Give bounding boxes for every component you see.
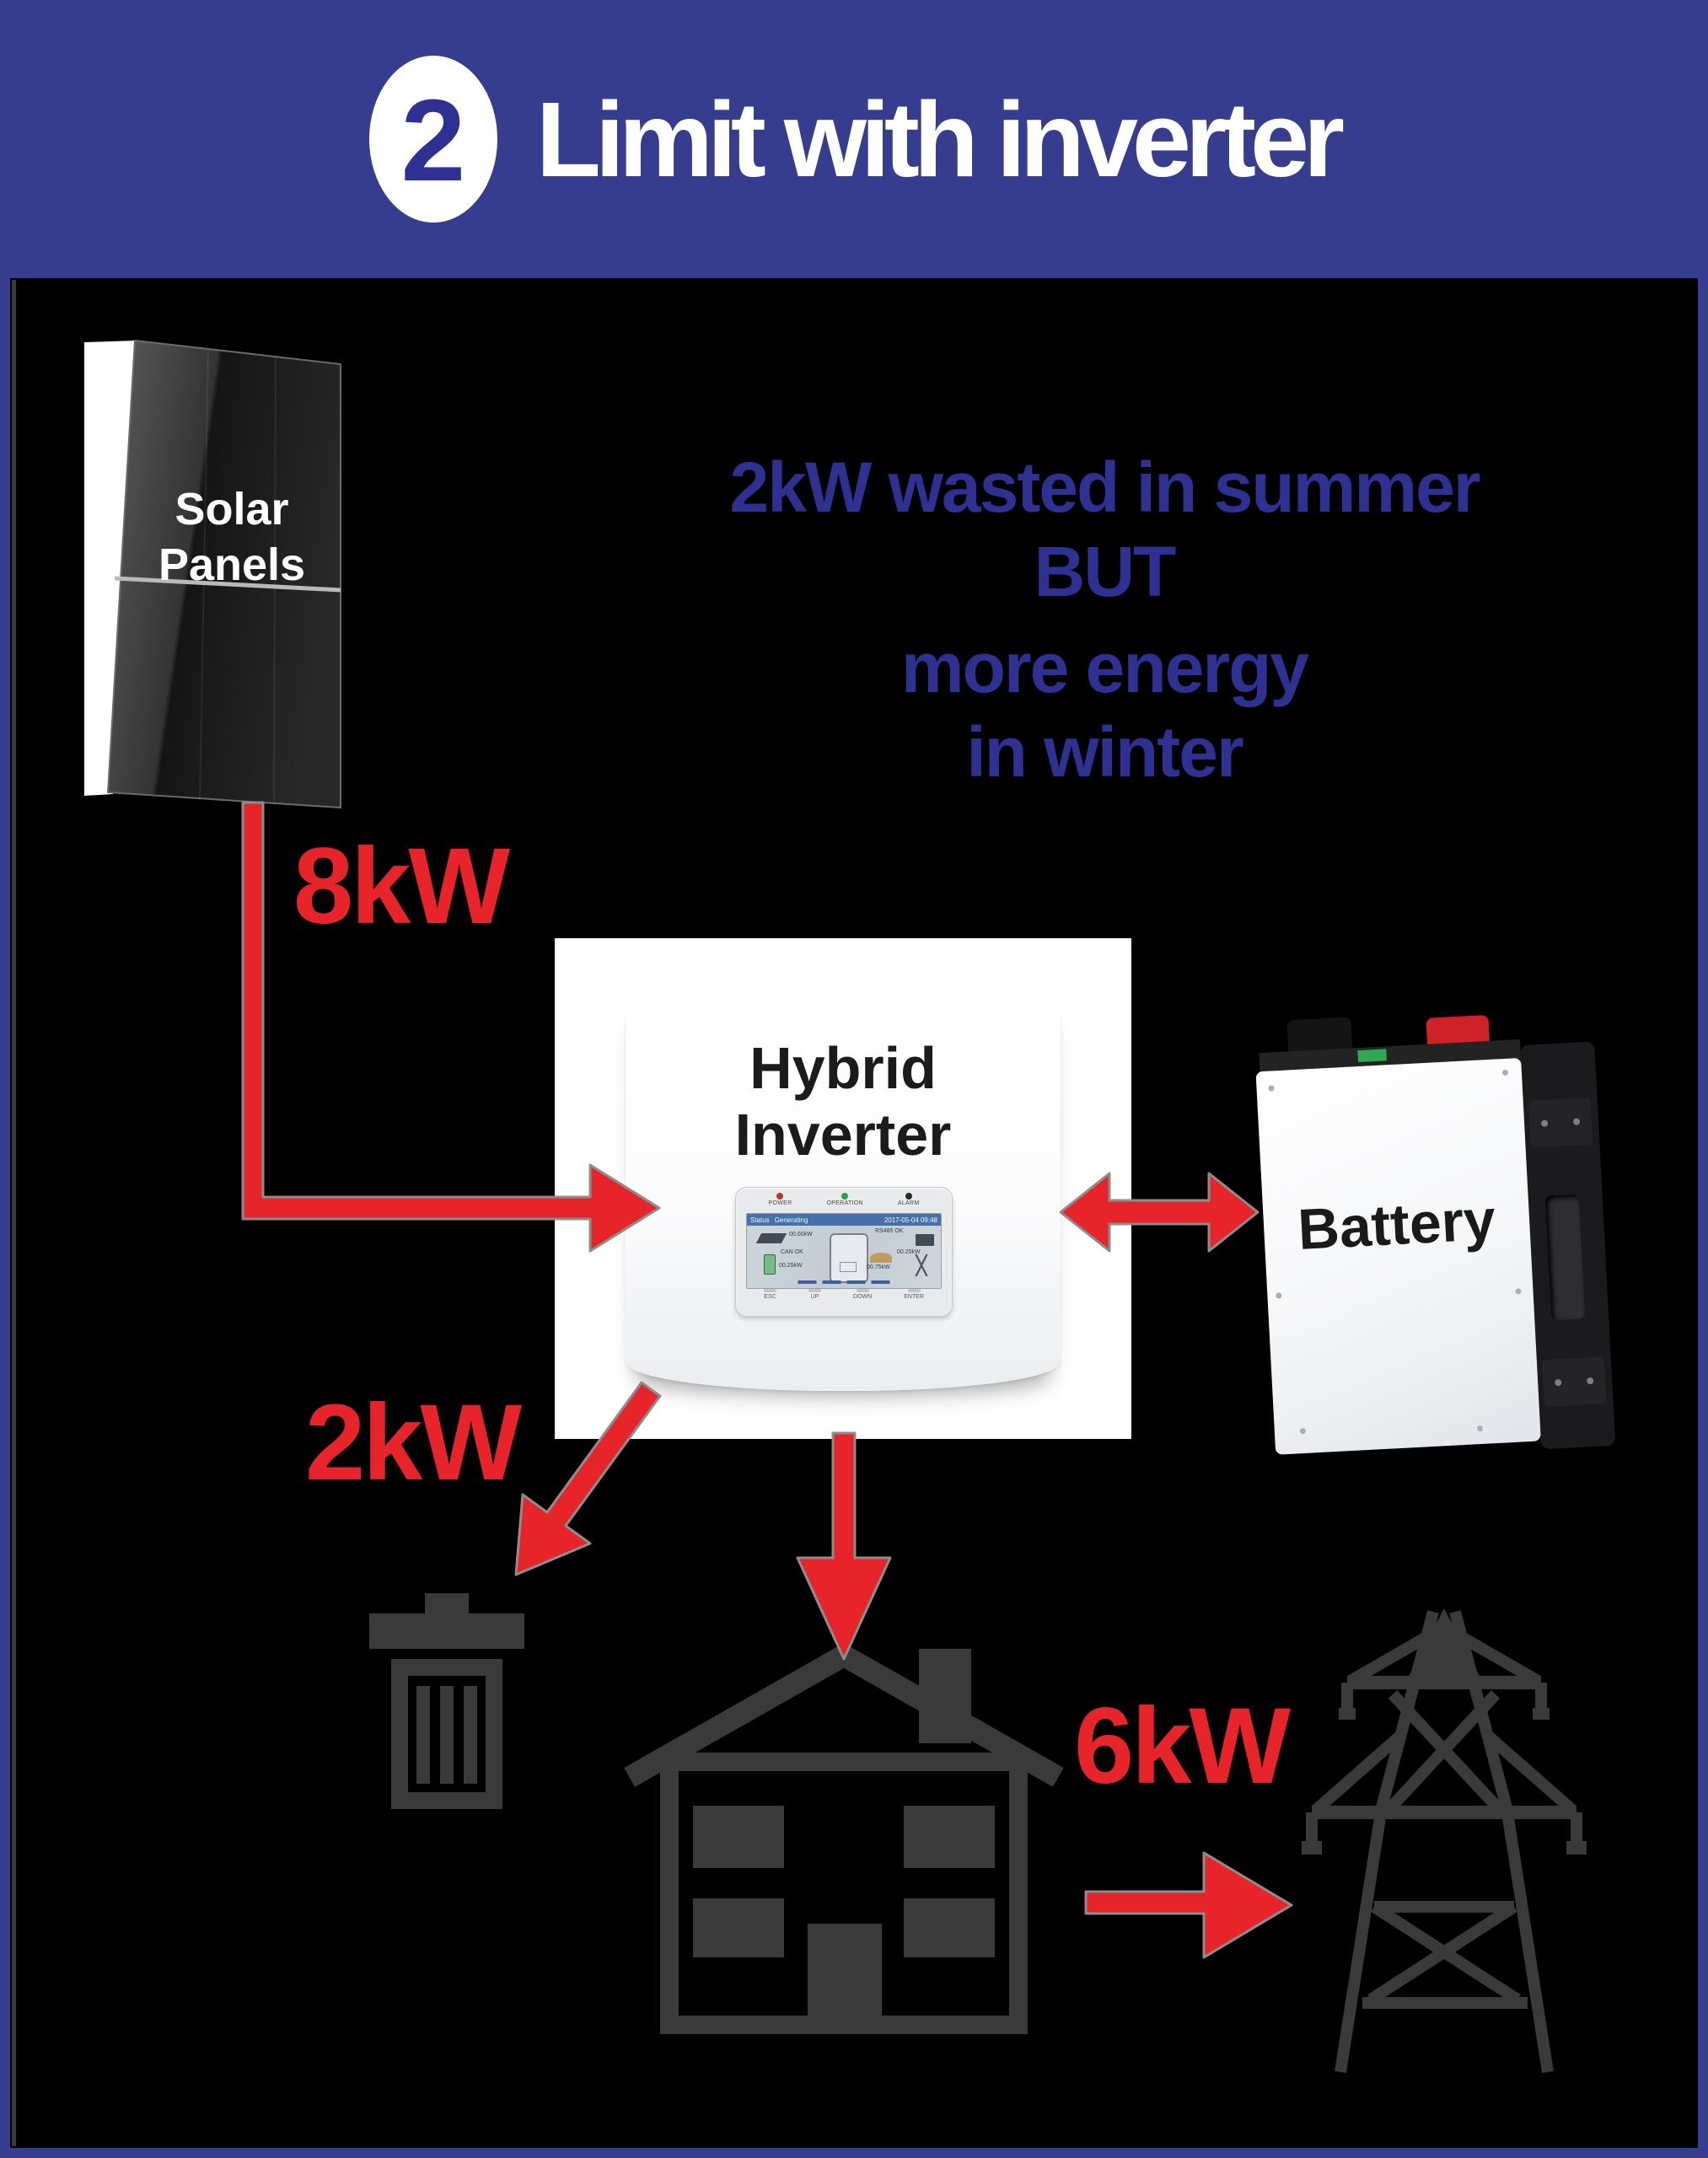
header-banner: 2 Limit with inverter: [0, 0, 1708, 278]
status-label: Status: [750, 1216, 770, 1224]
solar-panels-label: Solar Panels: [126, 482, 337, 593]
inverter-label: Hybrid Inverter: [555, 1035, 1131, 1168]
solar-panels-label-line2: Panels: [158, 539, 306, 590]
readout-battery: 00.25kW: [779, 1263, 803, 1269]
panel-edge: [84, 341, 137, 796]
screen-button-esc: ESC: [764, 1289, 776, 1311]
led-operation: OPERATION: [826, 1193, 863, 1211]
solar-panels-label-line1: Solar: [175, 484, 289, 534]
arrow-panels-to-inverter: [241, 801, 661, 1253]
note-line: BUT: [1034, 532, 1177, 611]
trash-icon: [369, 1593, 524, 1809]
summer-note: 2kW wasted in summer BUT more energy in …: [683, 445, 1526, 794]
status-datetime: 2017-05-04 09:48: [884, 1216, 937, 1224]
flow-label-8kw: 8kW: [293, 826, 510, 947]
led-alarm: ALARM: [898, 1193, 920, 1211]
step-badge: 2: [368, 56, 497, 223]
canvas-edge-line: [12, 280, 16, 2146]
screen-load-icon: [870, 1253, 892, 1263]
arrow-inverter-to-bin: [514, 1381, 662, 1576]
readout-can: CAN OK: [781, 1249, 803, 1255]
arrow-inverter-to-house: [796, 1431, 892, 1661]
arrow-house-to-grid: [1084, 1851, 1293, 1959]
power-led-icon: [776, 1193, 784, 1200]
step-number: 2: [400, 76, 466, 206]
panel-grid-line: [273, 356, 277, 804]
inverter-label-line2: Inverter: [734, 1102, 952, 1168]
screen-menu-row: [798, 1280, 890, 1284]
solar-panel-image: [84, 339, 341, 809]
readout-load: 00.75kW: [867, 1264, 890, 1270]
arrow-inverter-battery-double: [1059, 1172, 1260, 1253]
screen-grid-tower-icon: [914, 1254, 929, 1276]
note-line: 2kW wasted in summer: [729, 448, 1481, 527]
alarm-led-label: ALARM: [897, 1200, 920, 1206]
note-line: more energy: [900, 628, 1309, 707]
screen-button-up: UP: [808, 1289, 822, 1311]
screen-meter-icon: [916, 1234, 934, 1246]
readout-grid: 00.25kW: [897, 1249, 921, 1255]
panel-grid-line: [199, 349, 209, 799]
status-value: Generating: [774, 1216, 808, 1224]
led-power: POWER: [769, 1193, 792, 1211]
readout-pv: 00.00kW: [789, 1232, 813, 1237]
panel-face: [106, 339, 341, 809]
power-led-label: POWER: [768, 1200, 792, 1206]
screen-buttons: ESC UP DOWN ENTER: [736, 1289, 952, 1311]
note-line: in winter: [966, 712, 1243, 792]
transmission-tower-icon: [1302, 1608, 1587, 2074]
led-row: POWER OPERATION ALARM: [736, 1193, 952, 1211]
screen-button-enter: ENTER: [904, 1289, 924, 1311]
alarm-led-icon: [905, 1193, 912, 1200]
screen-diagram: 00.00kW CAN OK 00.25kW RS485 OK 00.25kW …: [747, 1226, 941, 1288]
readout-rs485: RS485 OK: [875, 1228, 904, 1234]
operation-led-icon: [841, 1193, 849, 1200]
page-title: Limit with inverter: [535, 79, 1345, 199]
screen-status-bar: Status Generating 2017-05-04 09:48: [747, 1214, 941, 1226]
screen-battery-icon: [764, 1254, 776, 1275]
screen-display: Status Generating 2017-05-04 09:48 00.00…: [746, 1213, 942, 1289]
inverter-label-line1: Hybrid: [749, 1035, 937, 1101]
panel-divider: [114, 576, 341, 593]
inverter-device: [626, 974, 1061, 1391]
flow-label-2kw: 2kW: [305, 1382, 522, 1503]
screen-button-down: DOWN: [853, 1289, 872, 1311]
flow-label-6kw: 6kW: [1074, 1686, 1291, 1806]
operation-led-label: OPERATION: [826, 1200, 863, 1206]
inverter-screen: POWER OPERATION ALARM Status Generating …: [735, 1187, 953, 1317]
screen-inverter-icon: [830, 1233, 868, 1283]
